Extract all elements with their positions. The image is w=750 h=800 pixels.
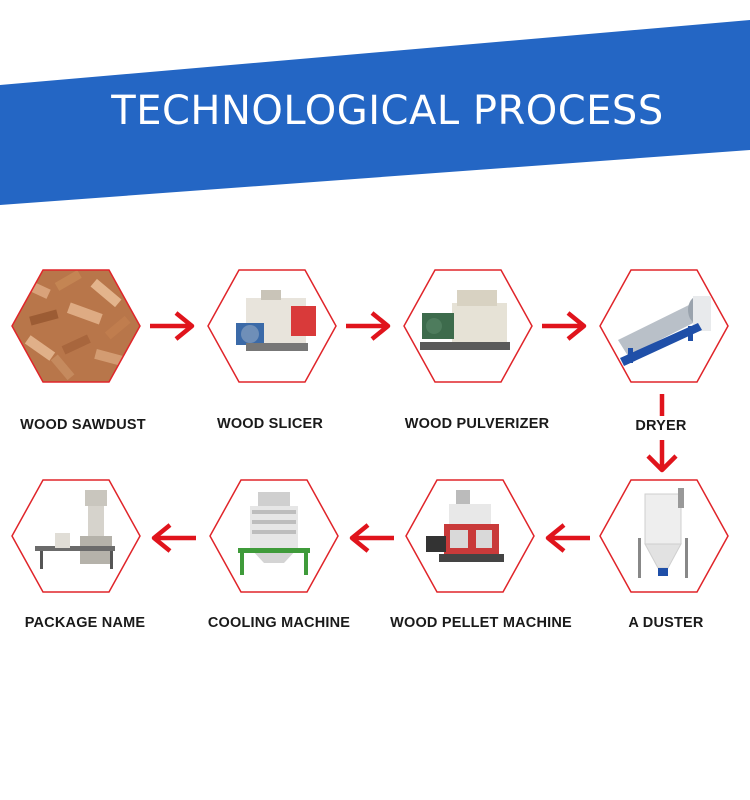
arrow-down-icon [652,392,672,418]
arrow-left-icon [542,521,592,555]
hex-package [10,478,142,594]
step-label-dryer: DRYER [576,418,746,434]
hex-dryer [598,268,730,384]
step-label-package-name: PACKAGE NAME [0,615,170,631]
hex-cooling [208,478,340,594]
arrow-left-icon [346,521,396,555]
arrow-left-icon [148,521,198,555]
hex-wood-sawdust [10,268,142,384]
step-label-wood-pellet-machine: WOOD PELLET MACHINE [383,615,579,631]
arrow-right-icon [344,309,394,343]
page-title: TECHNOLOGICAL PROCESS [0,88,750,134]
step-label-wood-pulverizer: WOOD PULVERIZER [392,416,562,432]
wood-slicer-image [236,290,316,351]
step-label-cooling-machine: COOLING MACHINE [194,615,364,631]
step-label-a-duster: A DUSTER [581,615,750,631]
step-label-wood-sawdust: WOOD SAWDUST [0,417,168,433]
hex-duster [598,478,730,594]
step-label-wood-slicer: WOOD SLICER [185,416,355,432]
arrow-right-icon [540,309,590,343]
hex-pellet [404,478,536,594]
hex-wood-pulverizer [402,268,534,384]
hex-wood-slicer [206,268,338,384]
arrow-down-icon [643,438,681,474]
arrow-right-icon [148,309,198,343]
